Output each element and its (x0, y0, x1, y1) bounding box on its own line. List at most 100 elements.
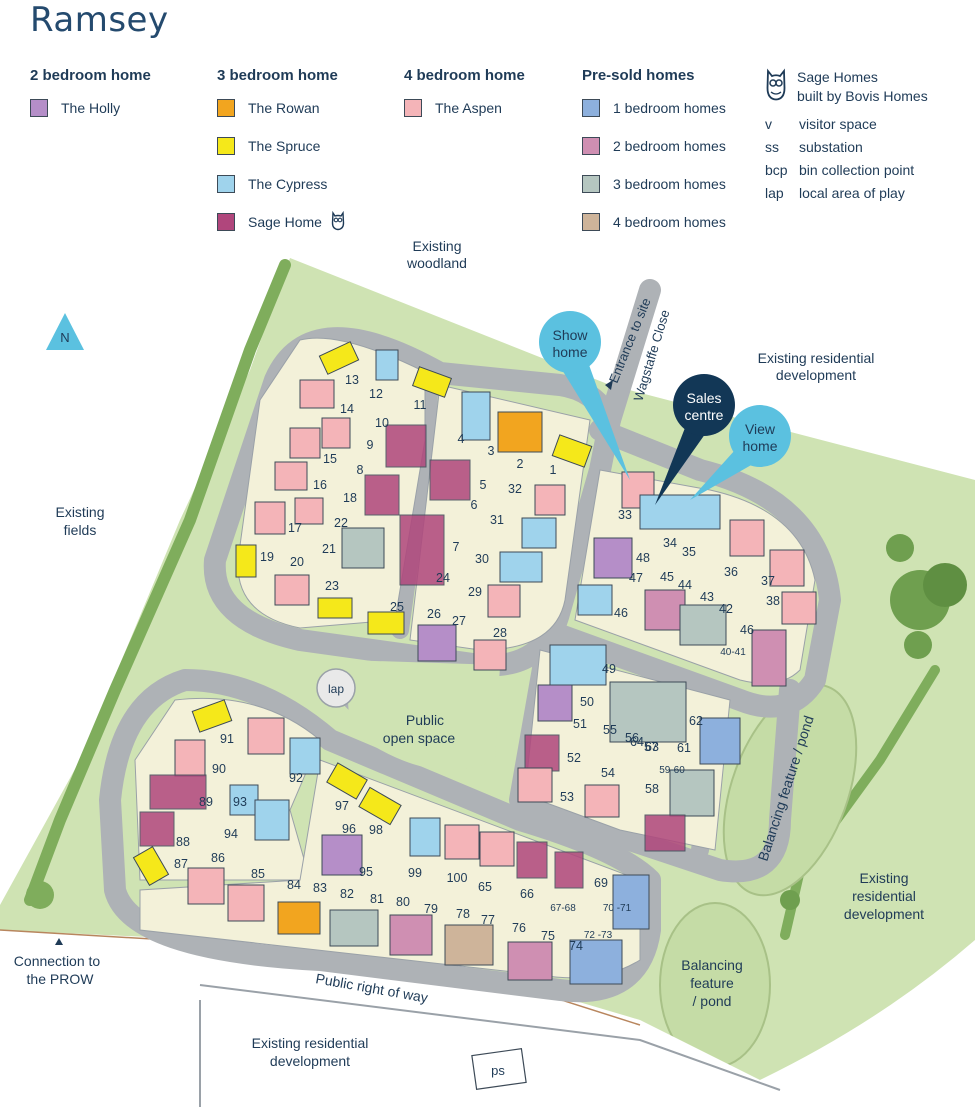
north-label: N (60, 330, 69, 345)
tree (26, 881, 54, 909)
road-loop-south (99, 669, 661, 1003)
legend-label: 3 bedroom homes (613, 176, 726, 192)
label-balancing-2: Balancing (681, 957, 743, 973)
callout-line: View (745, 421, 776, 437)
plot-number: 69 (594, 876, 608, 890)
plot-number: 48 (636, 551, 650, 565)
house (534, 484, 566, 516)
road-east-down (509, 629, 801, 883)
plot-number: 91 (220, 732, 234, 746)
plot-number: 84 (287, 878, 301, 892)
plot-number: 93 (233, 795, 247, 809)
house (274, 574, 310, 606)
legend-label: The Rowan (248, 100, 320, 116)
north-arrow-icon (46, 313, 84, 350)
pumping-station: ps (471, 1048, 527, 1090)
key-abbr: ss (765, 138, 779, 155)
callout-line: centre (685, 407, 724, 423)
house (132, 845, 170, 887)
legend-label: The Holly (61, 100, 121, 116)
plot-number: 79 (424, 902, 438, 916)
key-abbr: v (765, 115, 772, 132)
legend-three-bed: 3 bedroom home The Rowan The Spruce The … (217, 67, 346, 241)
house (326, 762, 368, 800)
legend-label: 2 bedroom homes (613, 138, 726, 154)
plot-number: 13 (345, 373, 359, 387)
label-fields: Existing (55, 504, 104, 520)
plot-number: 7 (453, 540, 460, 554)
plot-number: 21 (322, 542, 336, 556)
label-ps: ps (491, 1063, 505, 1078)
house (389, 914, 433, 956)
callout-pointer (690, 450, 760, 500)
plot-number: 70 -71 (603, 903, 632, 914)
label-res-s: Existing residential (252, 1035, 369, 1051)
swatch (217, 137, 235, 155)
legend-heading: Pre-sold homes (582, 67, 695, 84)
tree (886, 534, 914, 562)
label-res-e: development (844, 906, 924, 922)
plot-number: 99 (408, 866, 422, 880)
callout-bubble (539, 311, 601, 373)
plot-number: 75 (541, 929, 555, 943)
house (329, 909, 379, 947)
plot-number: 55 (603, 723, 617, 737)
plot-number: 59-60 (659, 765, 685, 776)
swatch (217, 175, 235, 193)
house (669, 769, 715, 817)
sage-homes-key: Sage Homes built by Bovis Homes (765, 68, 928, 112)
plot-number: 81 (370, 892, 384, 906)
house (289, 737, 321, 775)
label-woodland: Existing (412, 238, 461, 254)
ps-box (471, 1048, 527, 1090)
legend-label: Sage Home (248, 214, 322, 230)
arrow-icon (55, 938, 63, 945)
house (639, 494, 721, 530)
house (318, 341, 360, 375)
plot-number: 63 (645, 740, 659, 754)
plot-number: 43 (700, 590, 714, 604)
legend-item-rowan: The Rowan (217, 89, 346, 127)
plot-number: 17 (288, 521, 302, 535)
owl-icon (330, 210, 346, 234)
label-res-s: development (270, 1053, 350, 1069)
label-public-open: open space (383, 730, 456, 746)
house (444, 924, 494, 966)
plot-number: 6 (471, 498, 478, 512)
house (139, 811, 175, 847)
house (367, 611, 405, 635)
label-res-e: residential (852, 888, 916, 904)
plot-number: 74 (569, 939, 583, 953)
plot-number: 57 (644, 740, 658, 754)
plot-number: 77 (481, 913, 495, 927)
plot-number: 96 (342, 822, 356, 836)
house (375, 349, 399, 381)
house (277, 901, 321, 935)
house (479, 831, 515, 867)
sales-centre-callout: Sales centre (655, 374, 735, 505)
legend-label: The Spruce (248, 138, 321, 154)
plot-number: 90 (212, 762, 226, 776)
plot-number: 46 (614, 606, 628, 620)
legend-heading: 2 bedroom home (30, 67, 151, 84)
house (254, 799, 290, 841)
house (321, 834, 363, 876)
plot-number: 33 (618, 508, 632, 522)
plot-number: 89 (199, 795, 213, 809)
house (507, 941, 553, 981)
label-prow-conn: Connection to (14, 953, 101, 969)
houses (132, 341, 817, 985)
plot-number: 44 (678, 578, 692, 592)
tree-line (24, 259, 291, 906)
house (644, 589, 686, 631)
plot-number: 82 (340, 887, 354, 901)
house (549, 644, 607, 686)
plot-number: 49 (602, 662, 616, 676)
house (174, 739, 206, 777)
house (609, 681, 687, 743)
plot-number: 12 (369, 387, 383, 401)
house (551, 434, 593, 468)
